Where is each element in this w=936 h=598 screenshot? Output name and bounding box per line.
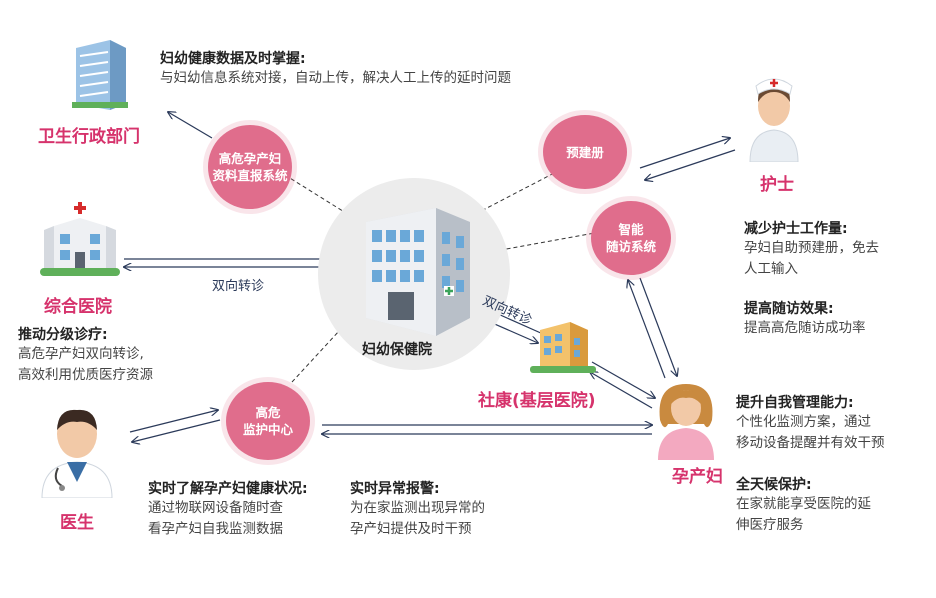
arrow-to-health-admin — [168, 112, 213, 139]
note-self-manage-line-1: 个性化监测方案，通过 — [736, 414, 871, 430]
badge-followup-line-1: 智能 — [618, 222, 644, 237]
badge-followup-system: 智能 随访系统 — [591, 201, 671, 275]
badge-prebuild: 预建册 — [543, 115, 627, 189]
badge-report-line-1: 高危孕产妇 — [218, 151, 282, 166]
note-nurse-workload: 减少护士工作量: 孕妇自助预建册，免去 人工输入 — [744, 218, 879, 280]
arrow-pregnant-to-followup — [628, 280, 666, 379]
community-label: 社康(基层医院) — [478, 391, 596, 411]
doctor-icon — [41, 409, 113, 498]
note-nurse-heading: 减少护士工作量: — [744, 221, 848, 237]
arrow-monitor-to-doctor — [132, 419, 221, 442]
link-label-hospital-referral: 双向转诊 — [212, 279, 265, 294]
note-health-data-line-1: 与妇幼信息系统对接，自动上传，解决人工上传的延时问题 — [160, 70, 511, 86]
dashed-link-report — [284, 174, 371, 229]
badge-followup-line-2: 随访系统 — [605, 239, 656, 254]
note-followup-effect: 提高随访效果: 提高高危随访成功率 — [744, 298, 866, 339]
hospital-icon — [40, 200, 120, 276]
badge-report-system: 高危孕产妇 资料直报系统 — [208, 125, 292, 209]
nurse-label: 护士 — [760, 175, 794, 195]
note-full-care-line-2: 伸医疗服务 — [736, 517, 804, 533]
health-admin-label: 卫生行政部门 — [38, 127, 140, 147]
badge-monitor-center: 高危 监护中心 — [226, 382, 310, 460]
arrow-prebuild-to-nurse — [639, 138, 730, 169]
arrow-pregnant-to-community — [590, 372, 653, 409]
arrow-nurse-to-prebuild — [645, 149, 736, 180]
note-tiered-line-1: 高危孕产妇双向转诊, — [18, 346, 144, 362]
nurse-icon — [749, 78, 799, 162]
center-label: 妇幼保健院 — [362, 342, 432, 358]
note-tiered-diagnosis: 推动分级诊疗: 高危孕产妇双向转诊, 高效利用优质医疗资源 — [18, 324, 153, 386]
arrow-followup-to-pregnant — [639, 277, 677, 376]
note-health-data: 妇幼健康数据及时掌握: 与妇幼信息系统对接，自动上传，解决人工上传的延时问题 — [160, 48, 511, 89]
note-followup-heading: 提高随访效果: — [744, 301, 834, 317]
note-realtime-status-line-2: 看孕产妇自我监测数据 — [148, 521, 283, 537]
note-self-management: 提升自我管理能力: 个性化监测方案，通过 移动设备提醒并有效干预 — [736, 392, 885, 454]
note-nurse-line-1: 孕妇自助预建册，免去 — [744, 240, 879, 256]
dashed-link-followup — [467, 231, 601, 257]
note-realtime-alarm-line-2: 孕产妇提供及时干预 — [350, 521, 472, 537]
badge-prebuild-line-1: 预建册 — [566, 144, 604, 160]
note-realtime-status: 实时了解孕产妇健康状况: 通过物联网设备随时查 看孕产妇自我监测数据 — [148, 478, 308, 540]
note-realtime-alarm-heading: 实时异常报警: — [350, 481, 440, 497]
note-realtime-alarm: 实时异常报警: 为在家监测出现异常的 孕产妇提供及时干预 — [350, 478, 485, 540]
note-nurse-line-2: 人工输入 — [744, 261, 798, 277]
note-full-care-heading: 全天候保护: — [736, 477, 812, 493]
doctor-label: 医生 — [60, 513, 94, 533]
note-tiered-line-2: 高效利用优质医疗资源 — [18, 367, 153, 383]
arrow-doctor-to-monitor — [129, 410, 218, 433]
note-health-data-heading: 妇幼健康数据及时掌握: — [160, 51, 306, 67]
note-realtime-alarm-line-1: 为在家监测出现异常的 — [350, 500, 485, 516]
note-self-manage-line-2: 移动设备提醒并有效干预 — [736, 435, 885, 451]
note-full-care-line-1: 在家就能享受医院的延 — [736, 496, 871, 512]
maternal-hospital-building-icon — [366, 208, 470, 336]
pregnant-woman-icon — [658, 384, 714, 460]
badge-monitor-line-2: 监护中心 — [242, 422, 293, 437]
badge-monitor-line-1: 高危 — [255, 405, 281, 420]
note-realtime-status-line-1: 通过物联网设备随时查 — [148, 500, 283, 516]
note-followup-line-1: 提高高危随访成功率 — [744, 320, 866, 336]
hospital-label: 综合医院 — [44, 297, 112, 317]
badge-report-line-2: 资料直报系统 — [212, 168, 288, 183]
office-building-icon — [72, 40, 128, 110]
note-full-care: 全天候保护: 在家就能享受医院的延 伸医疗服务 — [736, 474, 871, 536]
pregnant-label: 孕产妇 — [672, 467, 723, 487]
community-clinic-icon — [530, 322, 596, 373]
note-self-manage-heading: 提升自我管理能力: — [736, 395, 854, 411]
note-realtime-status-heading: 实时了解孕产妇健康状况: — [148, 481, 308, 497]
note-tiered-heading: 推动分级诊疗: — [18, 327, 108, 343]
arrow-community-to-pregnant — [591, 361, 655, 398]
